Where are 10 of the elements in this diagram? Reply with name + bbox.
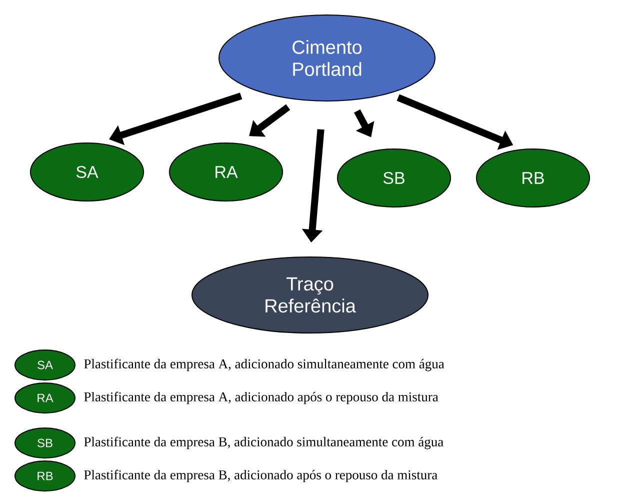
legend-text: Plastificante da empresa B, adicionado após o repouso da mistura [84,470,438,482]
legend-text: Plastificante da empresa A, adicionado após o repouso da mistura [84,392,438,404]
ellipse-node: Cimento Portland [218,14,436,102]
ellipse-node: SB [336,148,452,208]
ellipse-node: RA [168,142,284,202]
legend-text: Plastificante da empresa B, adicionado simultaneamente com água [84,436,444,450]
legend-text: Plastificante da empresa A, adicionado simultaneamente com água [84,358,444,372]
ellipse-node: Traço Referência [192,256,428,334]
ellipse-node: RB [476,148,590,208]
ellipse-node: SA [30,142,144,202]
